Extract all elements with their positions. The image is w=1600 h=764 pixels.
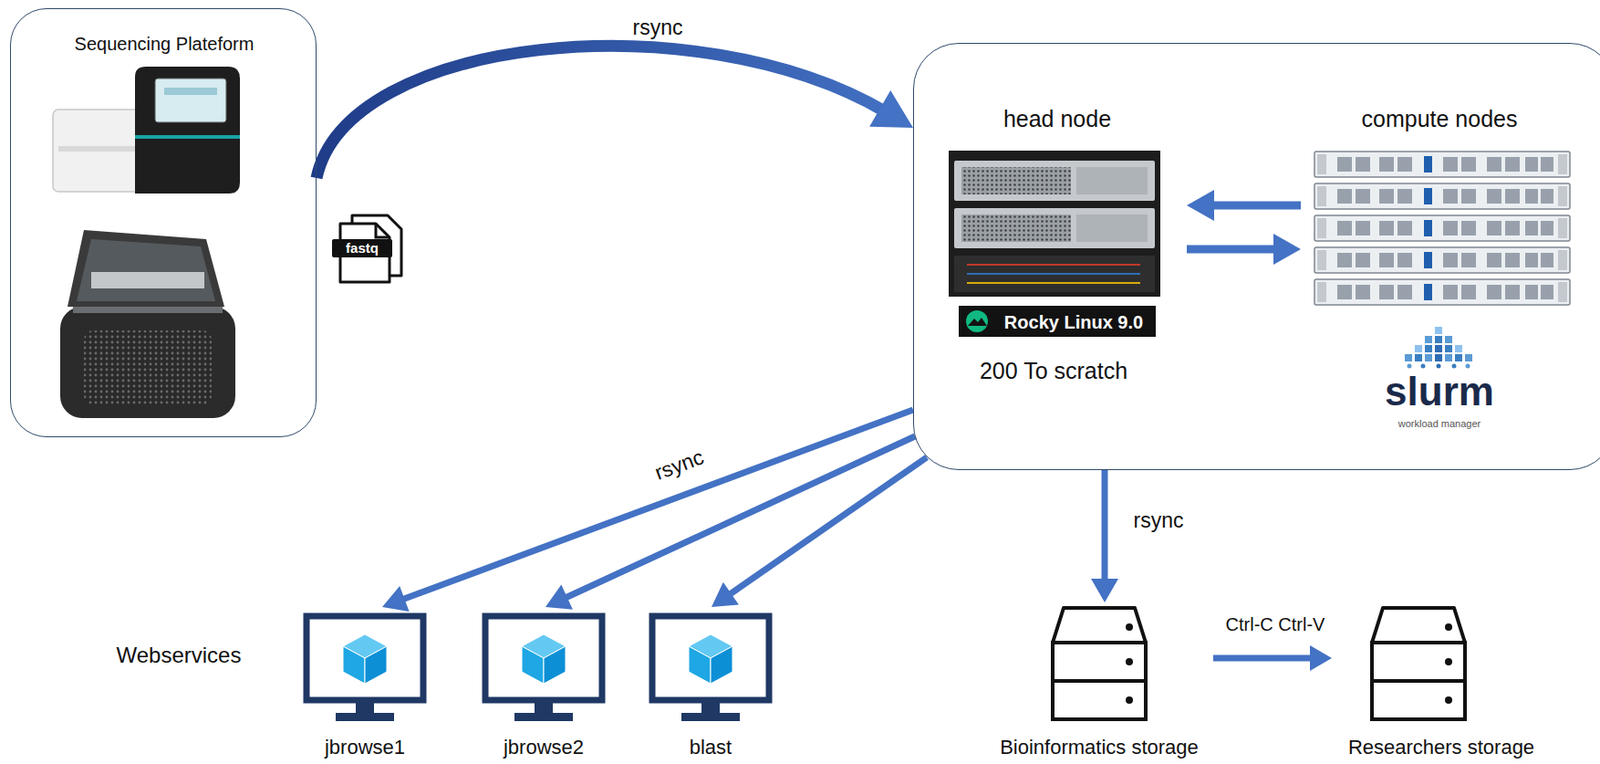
text-holder: blast: [689, 735, 732, 759]
platform-panel: Sequencing Plateform: [10, 8, 317, 437]
connector-arrow: [1213, 644, 1332, 671]
connector-arrow: [316, 45, 914, 178]
storage-server: Researchers storage: [1331, 602, 1551, 762]
text-holder: jbrowse1: [324, 735, 406, 759]
logo-word: slurm: [1384, 368, 1495, 416]
connector-arrow: [1090, 469, 1119, 603]
storage-name: Researchers storage: [1348, 735, 1535, 759]
text-holder: Ctrl-C Ctrl-V: [1223, 613, 1329, 635]
storage-icons: [1052, 607, 1465, 719]
monitor-icons: [306, 615, 769, 721]
arrow-head: [545, 583, 573, 609]
node-title: head node: [1003, 105, 1112, 133]
connector-arrow: [711, 457, 927, 607]
connector-arrow: [1186, 189, 1301, 221]
file-icon: [332, 215, 402, 282]
arrow-head: [711, 581, 739, 607]
webservice: blast: [648, 606, 773, 762]
text-holder: Webservices: [116, 642, 242, 668]
logo-tagline: workload manager: [1398, 417, 1482, 430]
text-holder: rsync: [630, 15, 686, 40]
arrow-head: [1309, 644, 1332, 671]
server-photo: [948, 150, 1161, 297]
service-name: jbrowse1: [324, 735, 406, 759]
text-holder: Rocky Linux 9.0: [1004, 311, 1143, 333]
text-holder: Bioinformatics storage: [999, 735, 1199, 759]
sequencer-illustration: [52, 66, 240, 194]
os-name: Rocky Linux 9.0: [1004, 311, 1143, 333]
connector-line: [316, 45, 885, 178]
edge-label: rsync: [630, 15, 686, 40]
head-node: head nodeRocky Linux 9.0 200 To scratch: [940, 101, 1187, 394]
connector-arrow: [382, 409, 914, 612]
webservice: jbrowse1: [302, 606, 427, 762]
edge-label: rsync: [648, 443, 709, 486]
arrow-head: [1186, 189, 1215, 221]
scheduler-logo: [1404, 326, 1473, 369]
connector-line: [1186, 245, 1278, 254]
connector-line: [1210, 201, 1302, 210]
os-logo: [958, 305, 1156, 337]
file-type: fastq: [345, 239, 379, 256]
connector-line: [563, 436, 915, 599]
storage-name: Bioinformatics storage: [999, 735, 1199, 759]
cluster-panel: head nodeRocky Linux 9.0 200 To scratch co…: [913, 42, 1600, 470]
panel-title: Sequencing Plateform: [74, 33, 255, 55]
arrow-head: [1273, 233, 1301, 265]
compute-servers: [1314, 151, 1570, 305]
text-holder: rsync: [1131, 508, 1187, 532]
text-holder: 200 To scratch: [979, 357, 1128, 385]
edge-label: Ctrl-C Ctrl-V: [1223, 613, 1329, 635]
arrow-head: [382, 585, 410, 612]
storage-server: Bioinformatics storage: [985, 602, 1214, 762]
sequencer-illustration: [60, 229, 236, 418]
node-title: compute nodes: [1361, 105, 1518, 133]
storage-size: 200 To scratch: [979, 357, 1128, 385]
text-holder: Sequencing Plateform: [74, 33, 255, 55]
text-holder: workload manager: [1398, 414, 1482, 431]
edge-label: rsync: [1131, 508, 1187, 532]
connector-line: [1101, 469, 1109, 582]
text-holder: fastq: [345, 239, 379, 257]
connector-arrow: [545, 436, 915, 610]
text-holder: compute nodes: [1361, 105, 1518, 133]
text-holder: jbrowse2: [503, 735, 584, 759]
group-label: Webservices: [116, 642, 242, 668]
webservice: jbrowse2: [481, 606, 606, 762]
connector-line: [1213, 654, 1314, 662]
connector-line: [727, 457, 927, 595]
text-holder: slurm: [1384, 368, 1495, 416]
text-holder: rsync: [648, 443, 709, 486]
connector-line: [401, 409, 914, 600]
text-holder: Researchers storage: [1348, 735, 1535, 759]
arrow-head: [1090, 578, 1119, 603]
text-holder: head node: [1003, 105, 1112, 133]
service-name: blast: [689, 735, 732, 759]
service-name: jbrowse2: [503, 735, 584, 759]
compute-nodes: compute nodes slurmworkload manager: [1300, 101, 1580, 439]
arrow-head: [869, 90, 914, 128]
connector-arrow: [1186, 233, 1301, 265]
